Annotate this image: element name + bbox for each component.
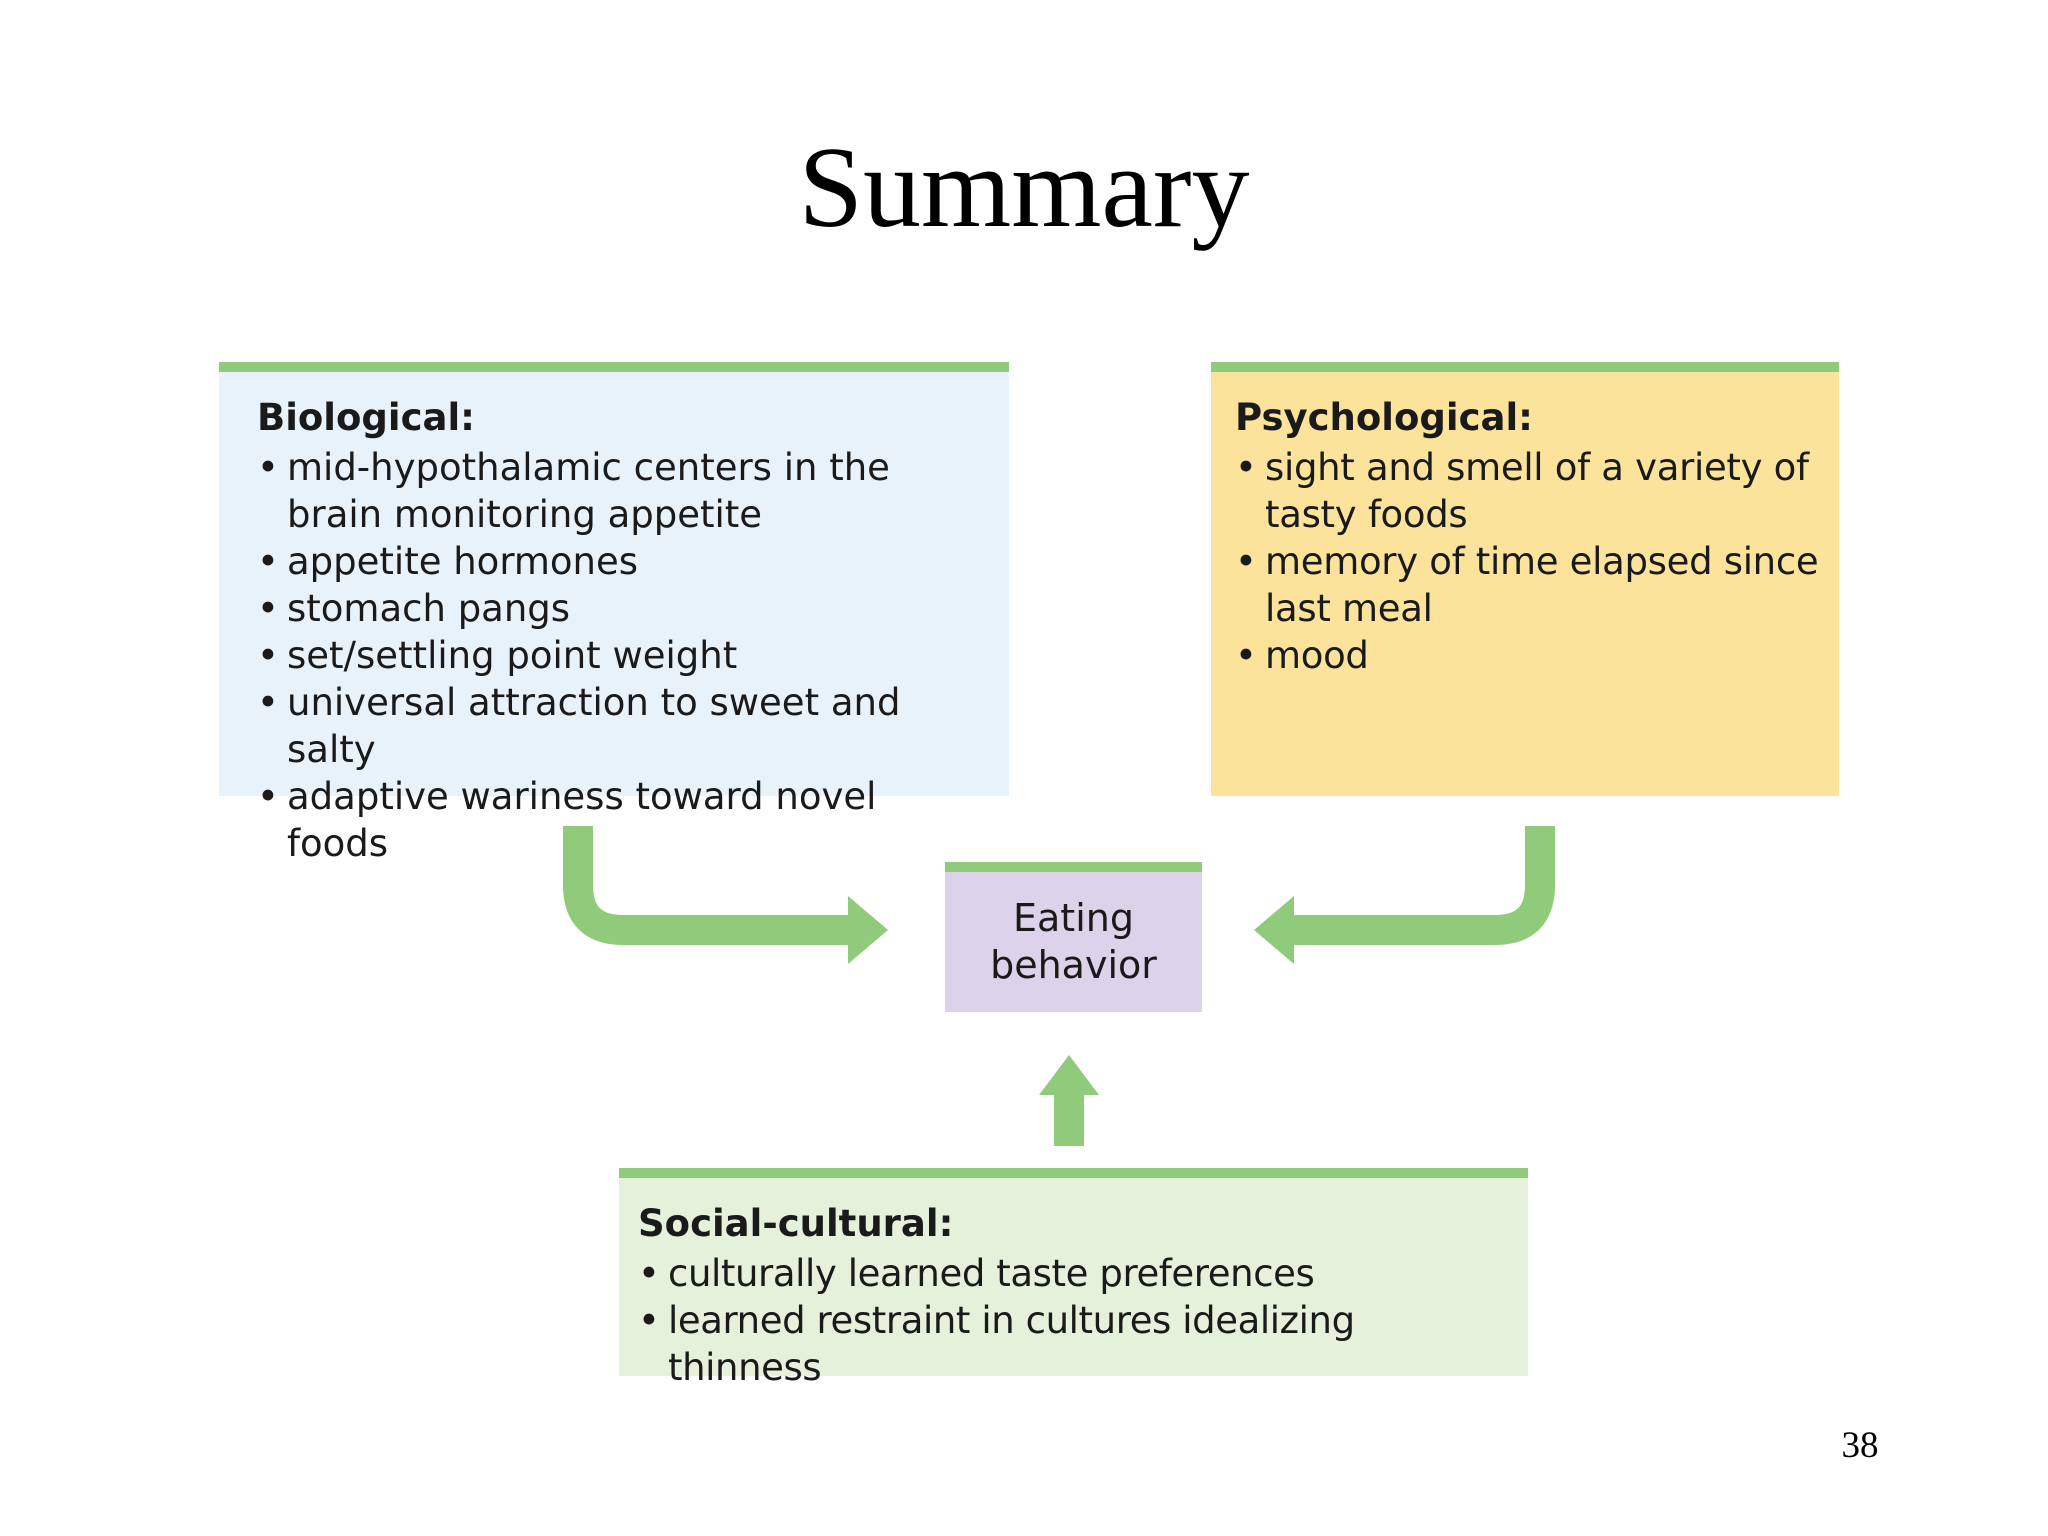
biological-item: set/settling point weight bbox=[257, 632, 989, 679]
biological-item: universal attraction to sweet and salty bbox=[257, 679, 989, 773]
biological-item: stomach pangs bbox=[257, 585, 989, 632]
eating-behavior-box: Eating behavior bbox=[945, 862, 1202, 1012]
social-cultural-heading: Social-cultural: bbox=[638, 1202, 954, 1245]
psychological-item: mood bbox=[1235, 632, 1825, 679]
biological-heading: Biological: bbox=[257, 396, 475, 439]
social-cultural-list: culturally learned taste preferences lea… bbox=[638, 1250, 1518, 1391]
psychological-list: sight and smell of a variety of tasty fo… bbox=[1235, 444, 1825, 679]
social-to-eating-arrow bbox=[1054, 1090, 1084, 1146]
page-number: 38 bbox=[1841, 1425, 1879, 1466]
biological-to-eating-arrow bbox=[563, 826, 855, 945]
social-cultural-item: learned restraint in cultures idealizing… bbox=[638, 1297, 1518, 1391]
slide-title: Summary bbox=[798, 124, 1250, 252]
eating-behavior-label: Eating behavior bbox=[990, 896, 1157, 987]
biological-arrowhead-icon bbox=[848, 896, 888, 964]
biological-item: adaptive wariness toward novel foods bbox=[257, 773, 989, 867]
biological-item: appetite hormones bbox=[257, 538, 989, 585]
biological-list: mid-hypothalamic centers in the brain mo… bbox=[257, 444, 989, 867]
biological-item: mid-hypothalamic centers in the brain mo… bbox=[257, 444, 989, 538]
psychological-box: Psychological: sight and smell of a vari… bbox=[1211, 362, 1839, 796]
psychological-item: memory of time elapsed since last meal bbox=[1235, 538, 1825, 632]
psychological-item: sight and smell of a variety of tasty fo… bbox=[1235, 444, 1825, 538]
social-cultural-item: culturally learned taste preferences bbox=[638, 1250, 1518, 1297]
social-arrowhead-icon bbox=[1039, 1055, 1099, 1095]
psychological-to-eating-arrow bbox=[1288, 826, 1555, 945]
psychological-heading: Psychological: bbox=[1235, 396, 1533, 439]
psychological-arrowhead-icon bbox=[1254, 896, 1294, 964]
social-cultural-box: Social-cultural: culturally learned tast… bbox=[619, 1168, 1528, 1389]
biological-box: Biological: mid-hypothalamic centers in … bbox=[219, 362, 1009, 865]
